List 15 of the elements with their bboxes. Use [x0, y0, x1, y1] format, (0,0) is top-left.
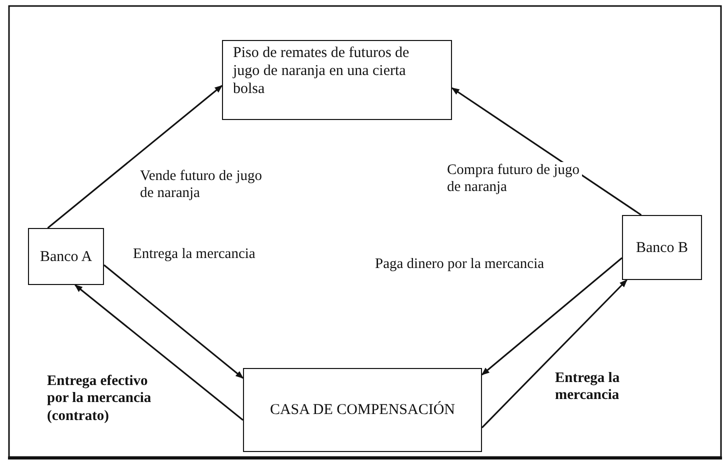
node-text: CASA DE COMPENSACIÓN — [270, 401, 456, 419]
arrow — [74, 284, 244, 421]
node-text: Banco A — [40, 248, 92, 266]
arrow — [47, 84, 223, 229]
process-box — [222, 40, 452, 120]
process-box — [243, 368, 482, 452]
node-text: Piso de remates de futuros de jugo de naranja en una cierta bolsa — [233, 44, 410, 98]
process-box — [622, 215, 702, 280]
arrow — [481, 257, 623, 376]
arrow — [104, 264, 244, 379]
edge-label: Compra futuro de jugo de naranja — [447, 162, 582, 197]
arrow — [481, 279, 628, 428]
arrow — [451, 87, 642, 216]
node-text: Banco B — [636, 238, 688, 256]
process-box — [28, 228, 104, 285]
